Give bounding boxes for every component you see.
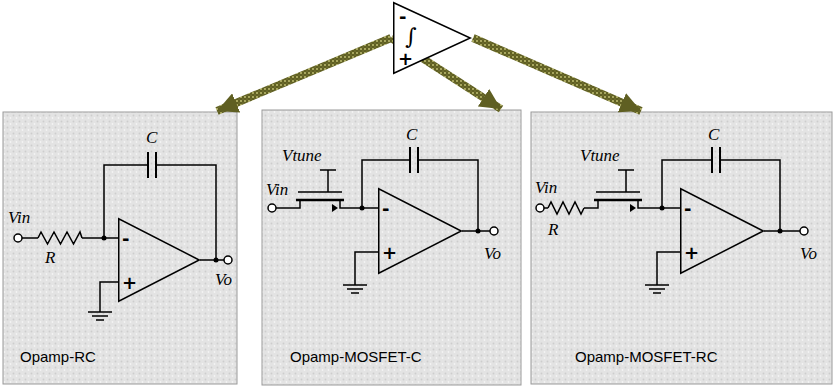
wire [276,160,490,285]
signal-label: Vin [535,178,557,198]
input-sign: - [122,228,129,249]
junction-dot [102,236,107,241]
circuit-caption: Opamp-RC [20,348,96,365]
signal-label: Vtune [580,146,620,166]
signal-label: C [406,125,417,145]
capacitor-symbol [410,147,418,173]
arrow-connector [217,38,391,111]
circuit-panel: VinVtuneCVoOpamp-MOSFET-C-+ [262,110,521,385]
triangle-outline [379,189,462,274]
input-sign: + [398,48,413,69]
ground-symbol [88,312,112,320]
circuit-caption: Opamp-MOSFET-C [290,348,422,365]
signal-label: Vo [800,244,817,264]
terminal [224,256,232,264]
signal-label: R [45,248,55,268]
wire [22,165,224,312]
signal-label: C [146,128,157,148]
junction-dot [360,206,365,211]
junction-dot [476,229,481,234]
terminal [14,234,22,242]
junction-dot [214,258,219,263]
mosfet-channel [296,199,344,202]
circuit-panel: VinRVtuneCVoOpamp-MOSFET-RC-+ [531,112,832,384]
mosfet-channel [594,199,642,202]
circuit-panel: VinRCVoOpamp-RC-+ [3,112,237,384]
triangle-outline [681,189,764,274]
mosfet-gate [298,170,342,192]
integral-sign: ∫ [405,24,416,49]
integrator-symbol: -∫+ [393,2,471,74]
circuit-caption: Opamp-MOSFET-RC [575,348,718,365]
ground-symbol [343,285,367,293]
input-sign: + [382,242,397,263]
input-sign: - [382,198,389,219]
input-sign: + [122,272,137,293]
wire [544,160,800,285]
junction-dot [660,206,665,211]
ground-symbol [645,285,669,293]
signal-label: Vin [266,180,288,200]
capacitor-symbol [712,147,720,173]
panel-ground [262,110,521,385]
capacitor-symbol [148,152,156,178]
mosfet-arrow [630,204,636,212]
triangle-outline [119,219,200,302]
terminal [490,227,498,235]
terminal [800,227,808,235]
panel-ground [3,112,237,384]
resistor-symbol [548,202,584,214]
panel-ground [531,112,832,384]
opamp-symbol: -+ [378,188,462,274]
input-sign: - [399,6,406,27]
junction-dot [778,229,783,234]
signal-label: Vo [215,270,232,290]
signal-label: Vo [484,244,501,264]
signal-label: Vin [8,208,30,228]
input-sign: + [684,242,699,263]
signal-label: Vtune [282,146,322,166]
opamp-symbol: -+ [118,218,200,302]
arrow-connector [473,38,641,111]
input-sign: - [684,198,691,219]
mosfet-gate [596,170,640,192]
opamp-symbol: -+ [680,188,764,274]
triangle-outline [394,3,471,74]
signal-label: R [548,220,558,240]
signal-label: C [708,125,719,145]
terminal [268,204,276,212]
resistor-symbol [38,232,82,244]
mosfet-arrow [332,204,338,212]
terminal [536,204,544,212]
